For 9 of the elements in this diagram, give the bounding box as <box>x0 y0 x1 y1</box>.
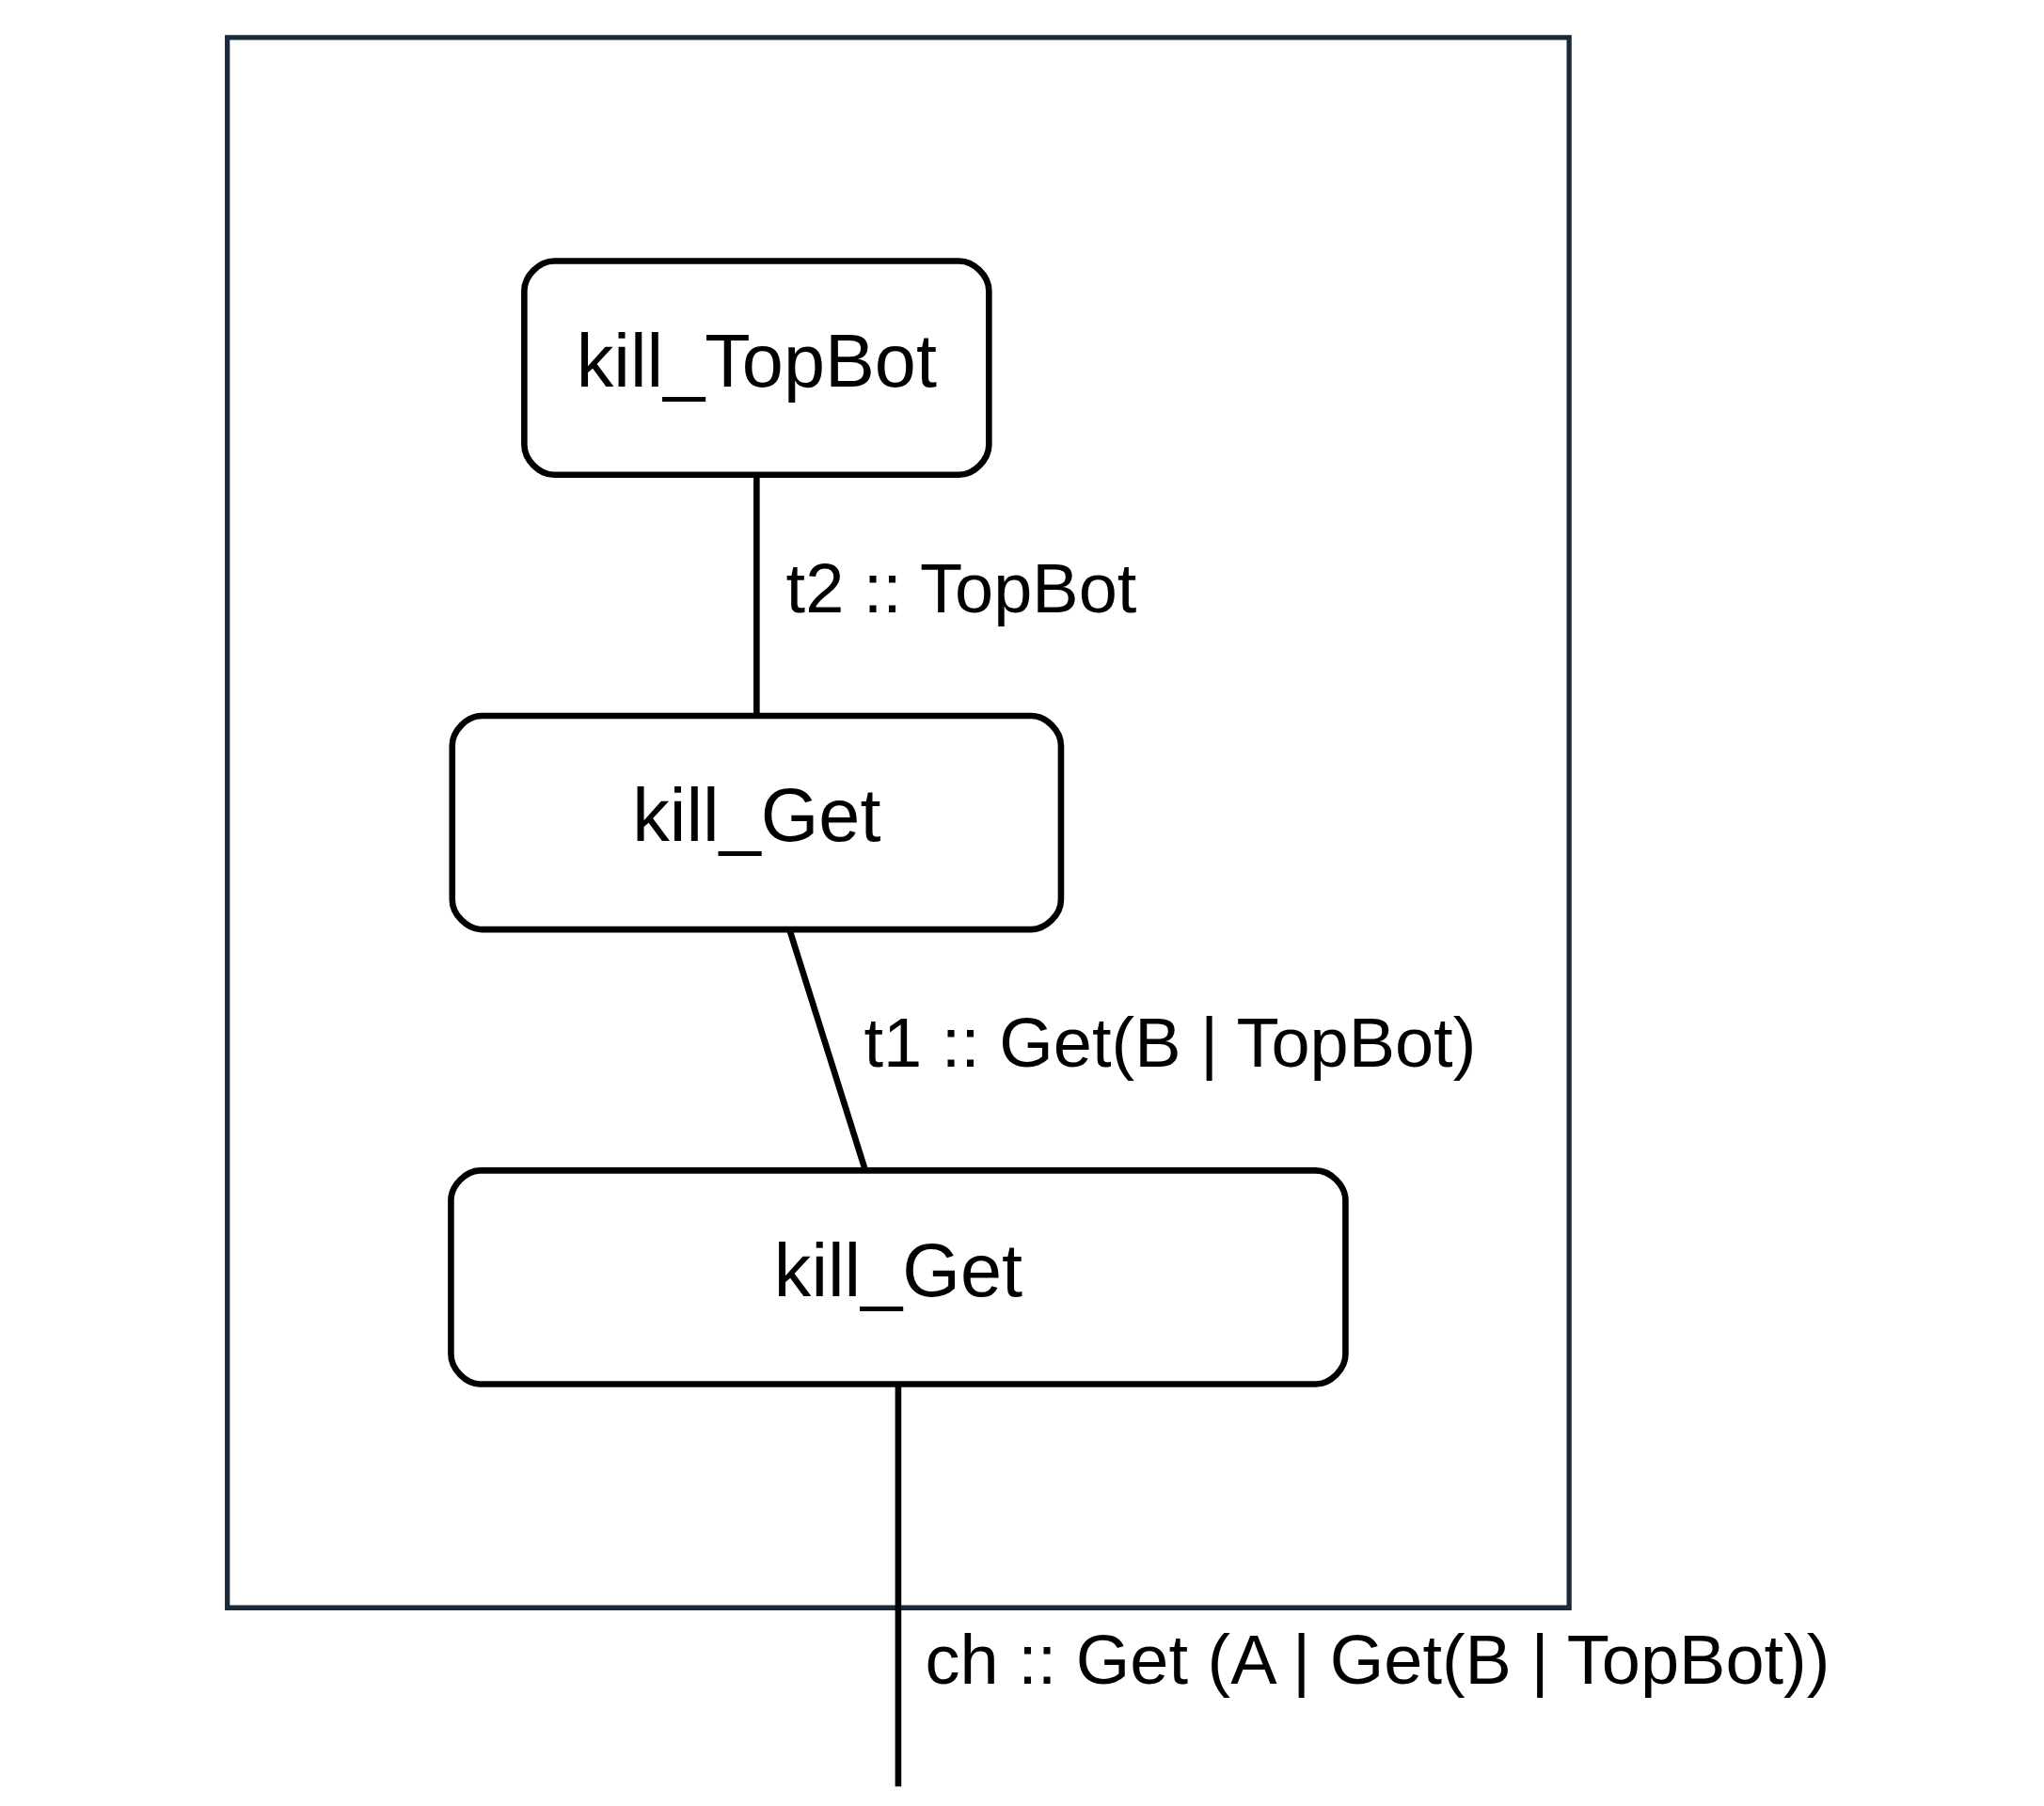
node-box: kill_Get <box>448 712 1064 933</box>
edge-label: t1 :: Get(B | TopBot) <box>863 1004 1476 1083</box>
edge-label: ch :: Get (A | Get(B | TopBot)) <box>925 1620 1830 1699</box>
connector <box>895 1385 901 1787</box>
node-box: kill_Get <box>447 1167 1349 1387</box>
node-box: kill_TopBot <box>520 258 992 478</box>
cluster <box>224 35 1572 1610</box>
connector <box>753 475 760 716</box>
edge-label: t2 :: TopBot <box>785 549 1136 628</box>
